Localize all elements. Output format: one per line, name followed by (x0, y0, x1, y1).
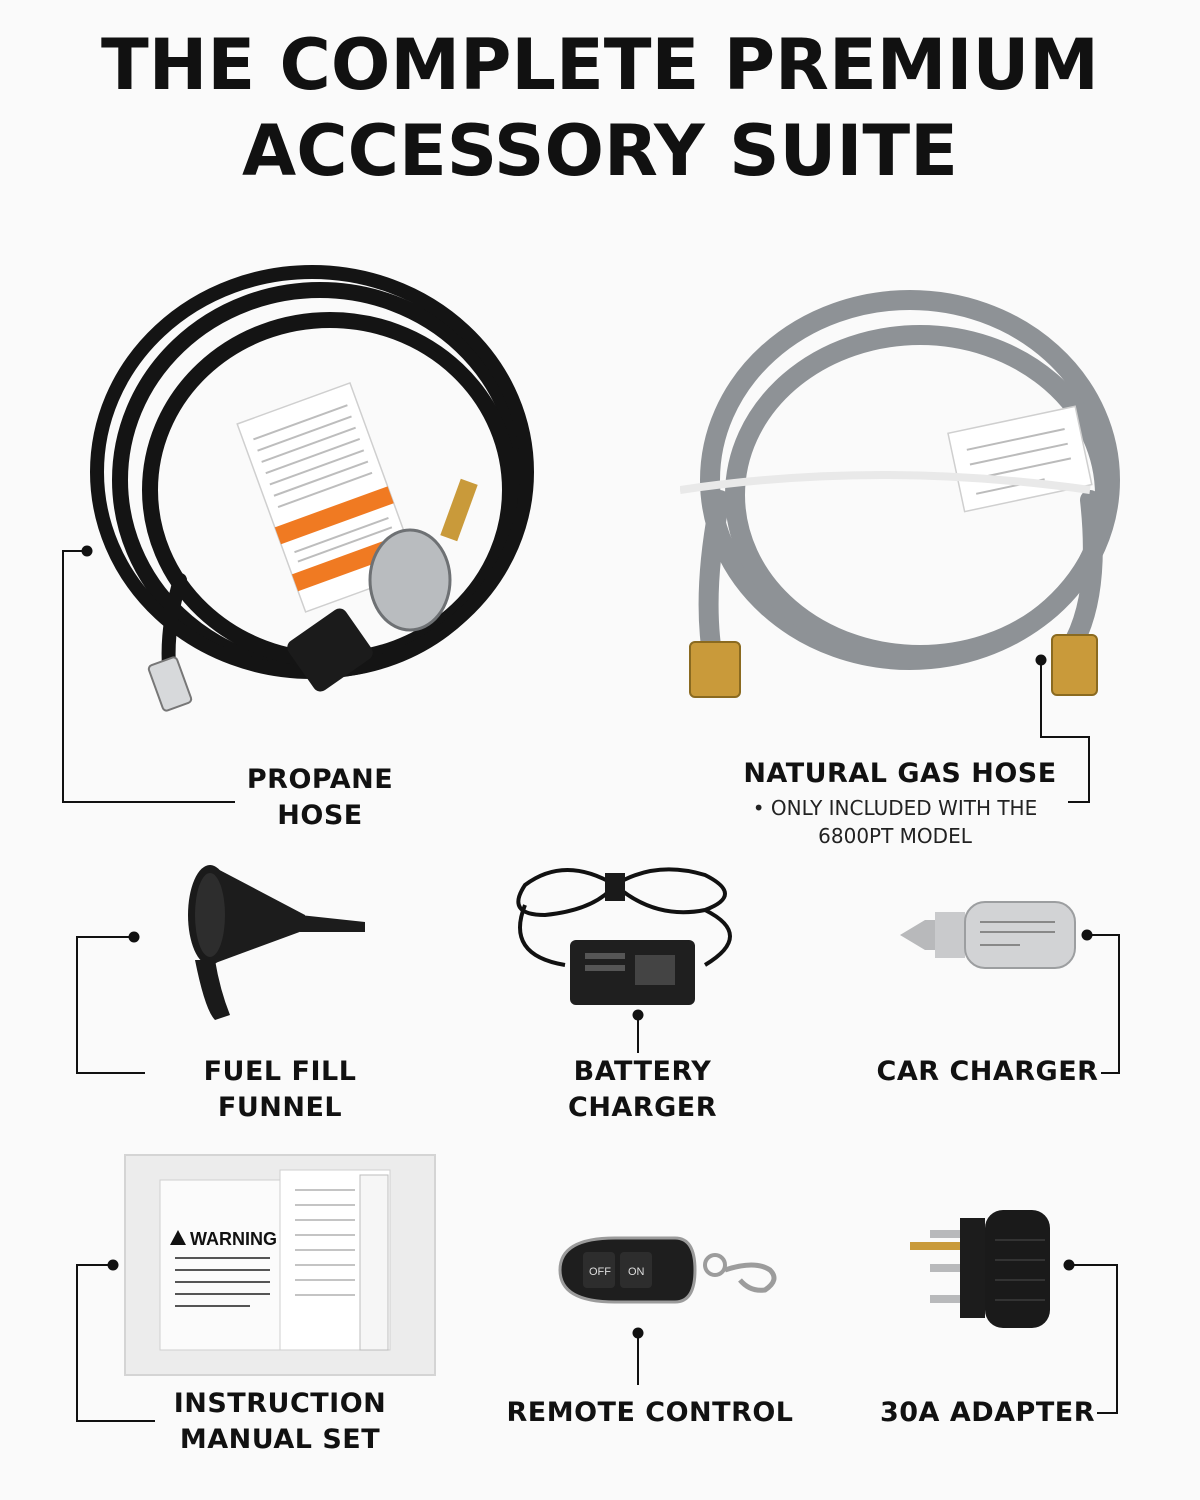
natural-gas-hose-note: • ONLY INCLUDED WITH THE 6800PT MODEL (710, 794, 1080, 850)
remote-control-label: REMOTE CONTROL (506, 1397, 794, 1428)
instruction-manual-label-line1: INSTRUCTION (173, 1388, 387, 1419)
fuel-fill-funnel-label: FUEL FILL FUNNEL (203, 1056, 357, 1123)
title-line-1: THE COMPLETE PREMIUM (101, 24, 1099, 106)
car-charger-label: CAR CHARGER (876, 1056, 1099, 1087)
bag-warning-heading: WARNING (190, 1229, 277, 1249)
propane-hose-label-line1: PROPANE (246, 764, 394, 795)
natural-gas-hose-image (680, 290, 1120, 698)
page-title: THE COMPLETE PREMIUM ACCESSORY SUITE (0, 22, 1200, 194)
fuel-funnel-image (188, 865, 365, 1020)
propane-hose-label: PROPANE HOSE (220, 762, 420, 834)
natural-gas-note-line2: 6800PT MODEL (818, 824, 972, 848)
remote-control-image: OFF ON (558, 1236, 777, 1304)
instruction-manual-label-line2: MANUAL SET (179, 1424, 381, 1455)
adapter-30a-label: 30A ADAPTER (879, 1397, 1095, 1428)
battery-charger-image (516, 867, 732, 1005)
car-charger-image (900, 901, 1076, 969)
title-line-2: ACCESSORY SUITE (242, 110, 958, 192)
remote-off-label: OFF (589, 1266, 611, 1278)
instruction-manual-label: INSTRUCTION MANUAL SET (165, 1386, 395, 1458)
propane-hose-label-line2: HOSE (277, 800, 363, 831)
instruction-manual-image: WARNING (124, 1154, 436, 1376)
remote-on-label: ON (628, 1266, 645, 1278)
propane-hose-image (90, 265, 534, 712)
natural-gas-hose-label: NATURAL GAS HOSE (743, 758, 1057, 789)
natural-gas-note-line1: • ONLY INCLUDED WITH THE (752, 796, 1038, 820)
battery-charger-label: BATTERY CHARGER (568, 1056, 717, 1123)
adapter-30a-image (910, 1210, 1050, 1328)
